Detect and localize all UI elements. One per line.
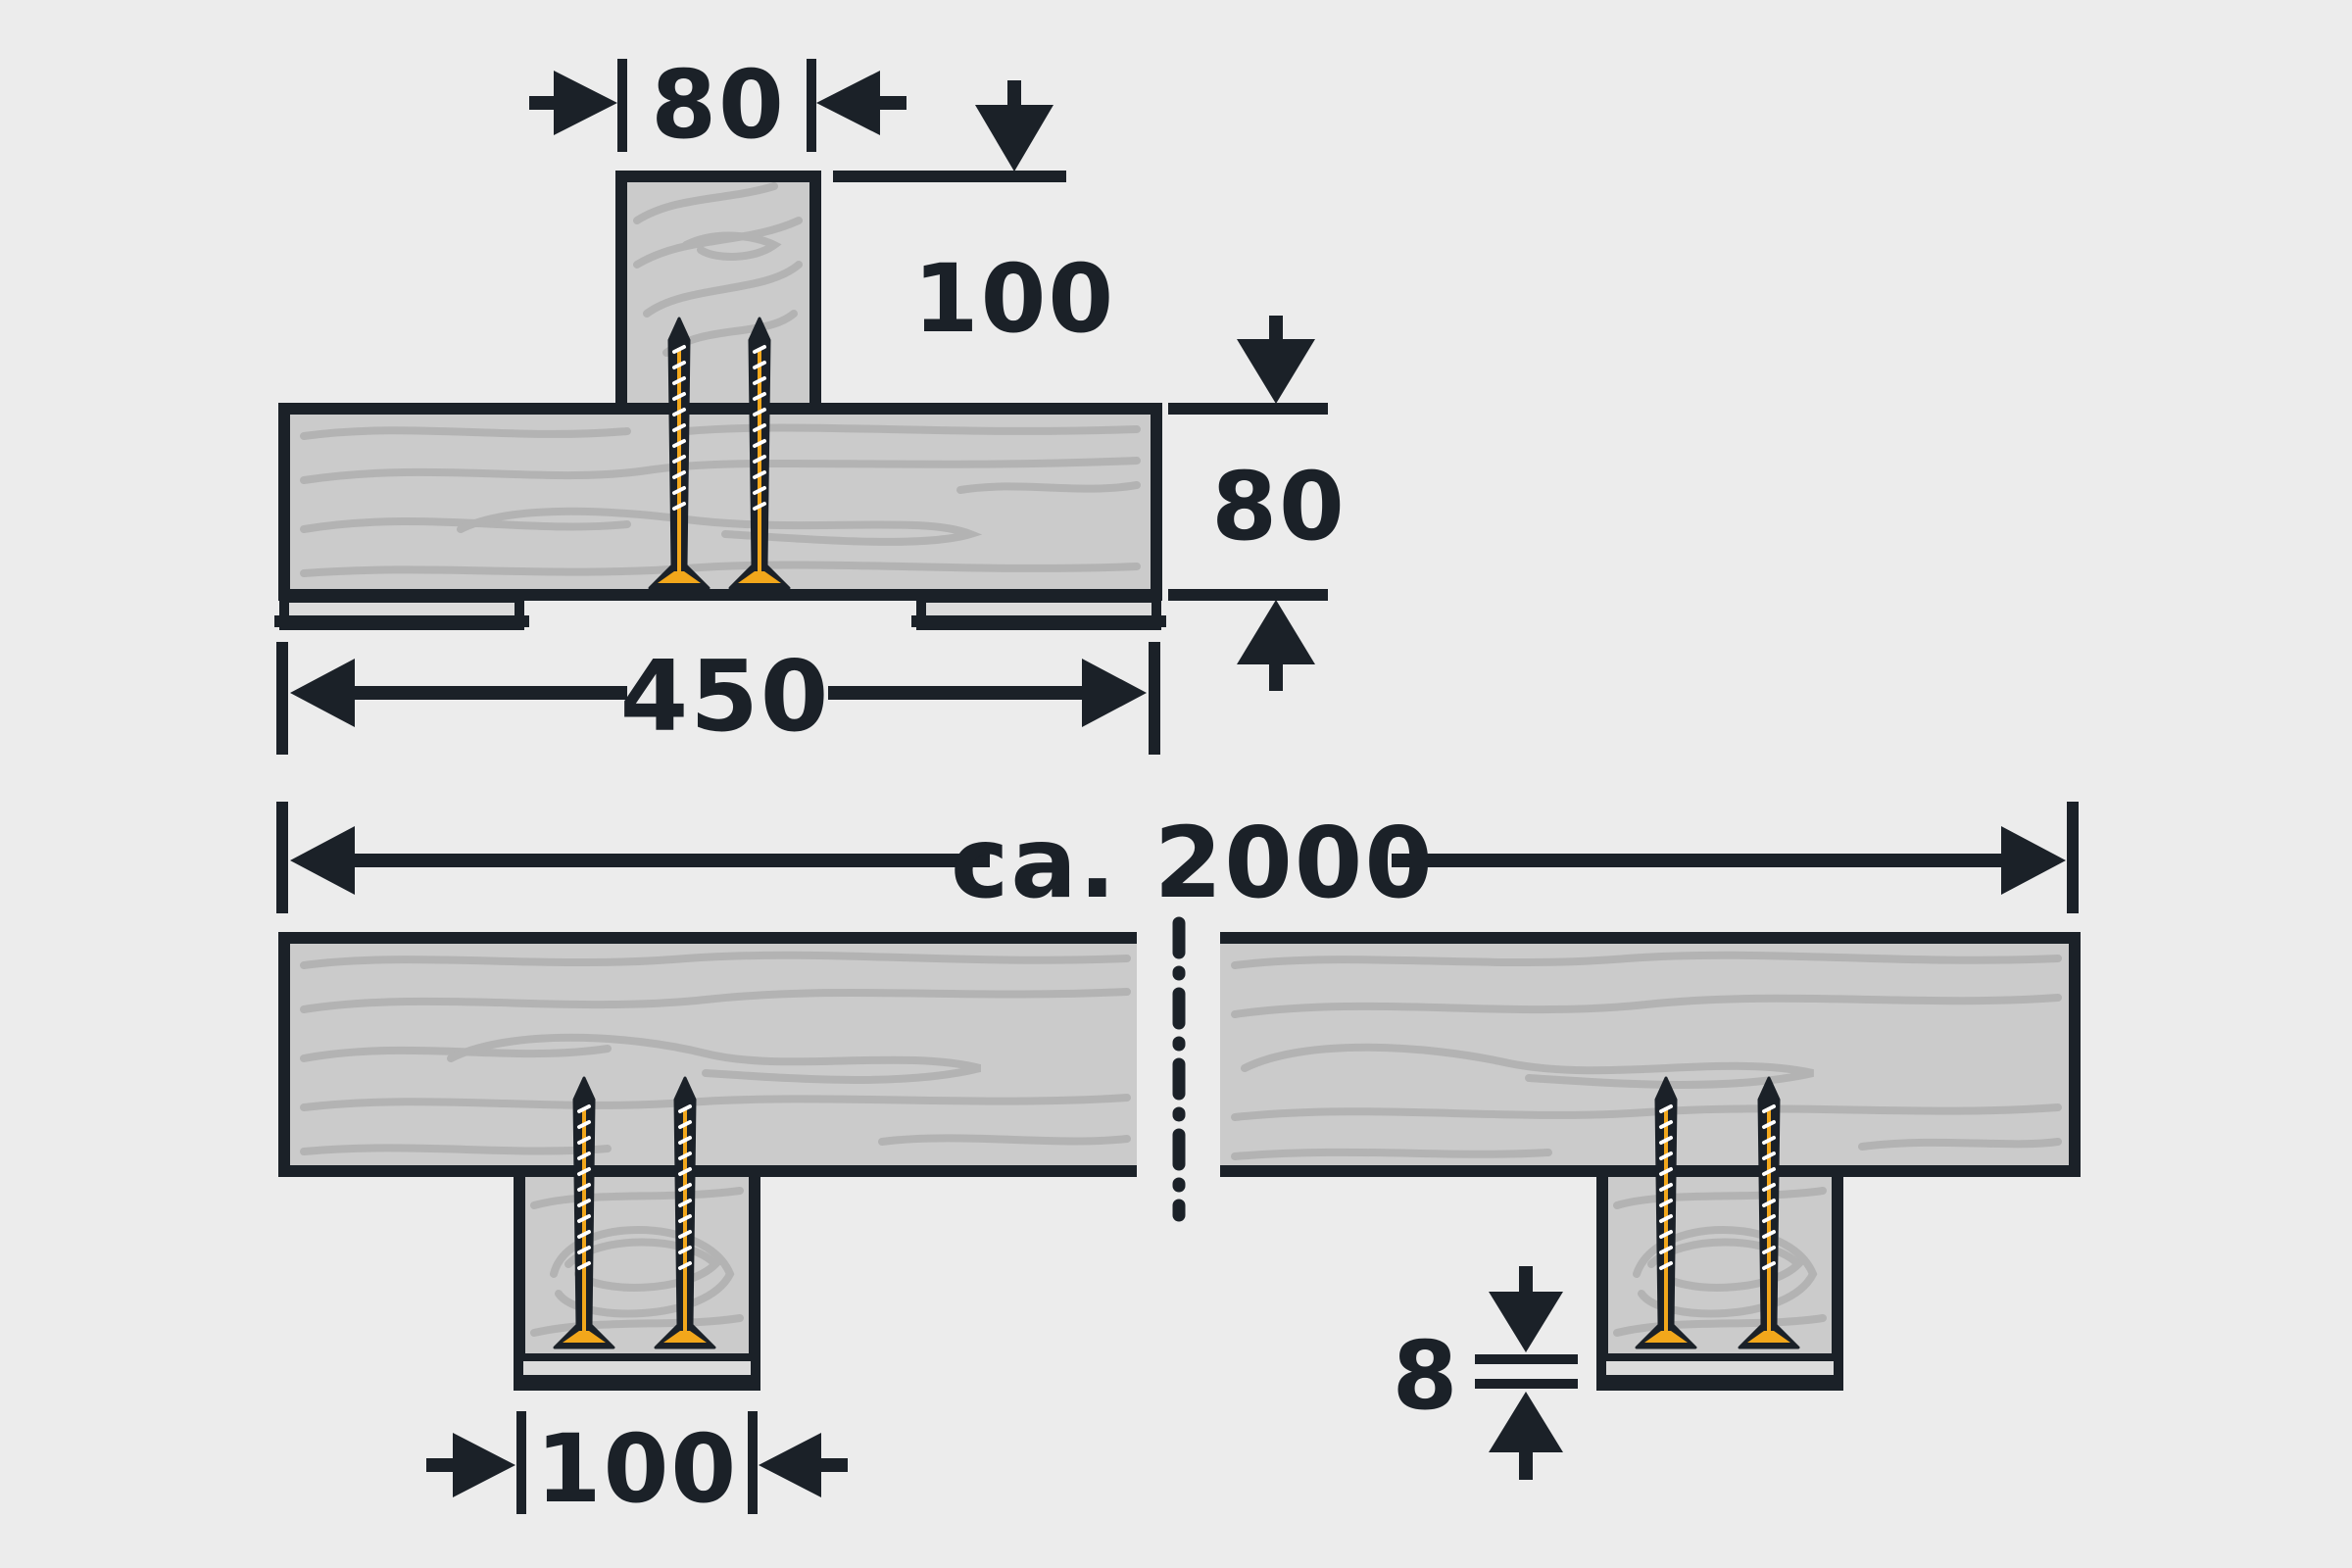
- dim-beam-height: 80: [1168, 316, 1347, 691]
- dimension-arrow-icon: [290, 659, 355, 727]
- dimension-arrow-icon: [1489, 1292, 1563, 1352]
- strip-thickness-label: 8: [1393, 1321, 1460, 1431]
- dim-total-length: ca. 2000: [276, 802, 2079, 920]
- bottom-beam-right: [1220, 932, 2081, 1177]
- top-beam: [278, 403, 1162, 601]
- bottom-beam-left: [278, 932, 1137, 1177]
- top-post: [615, 171, 821, 415]
- dim-beam-width: 450: [276, 639, 1160, 755]
- dim-strip-thickness: 8: [1393, 1266, 1578, 1480]
- dimension-arrow-icon: [1489, 1392, 1563, 1452]
- post-wood-grain: [633, 182, 803, 357]
- beam-wood-grain: [300, 423, 1141, 577]
- dimension-arrow-icon: [759, 1433, 821, 1497]
- dim-block-width: 100: [426, 1411, 848, 1524]
- dimension-arrow-icon: [975, 105, 1054, 172]
- dim-post-width: 80: [529, 50, 906, 160]
- bottom-right-block: [1596, 1165, 1843, 1391]
- dimension-arrow-icon: [1237, 339, 1315, 404]
- post-width-label: 80: [651, 50, 786, 160]
- dimension-arrow-icon: [1082, 659, 1147, 727]
- dimension-arrow-icon: [453, 1433, 515, 1497]
- dim-post-height: 100: [833, 80, 1115, 354]
- dimension-arrow-icon: [554, 71, 617, 135]
- beam-width-label: 450: [620, 639, 831, 754]
- block-width-label: 100: [536, 1414, 738, 1524]
- dimension-arrow-icon: [290, 826, 355, 895]
- dimension-arrow-icon: [1237, 600, 1315, 664]
- beam-height-label: 80: [1211, 452, 1347, 562]
- post-height-label: 100: [913, 244, 1115, 354]
- block-wood-grain: [530, 1187, 744, 1337]
- total-length-label: ca. 2000: [951, 806, 1435, 920]
- dimension-arrow-icon: [816, 71, 880, 135]
- block-wood-grain: [1613, 1187, 1827, 1337]
- top-strips: [274, 593, 1166, 630]
- bottom-left-block: [514, 1165, 760, 1391]
- dimension-arrow-icon: [2001, 826, 2066, 895]
